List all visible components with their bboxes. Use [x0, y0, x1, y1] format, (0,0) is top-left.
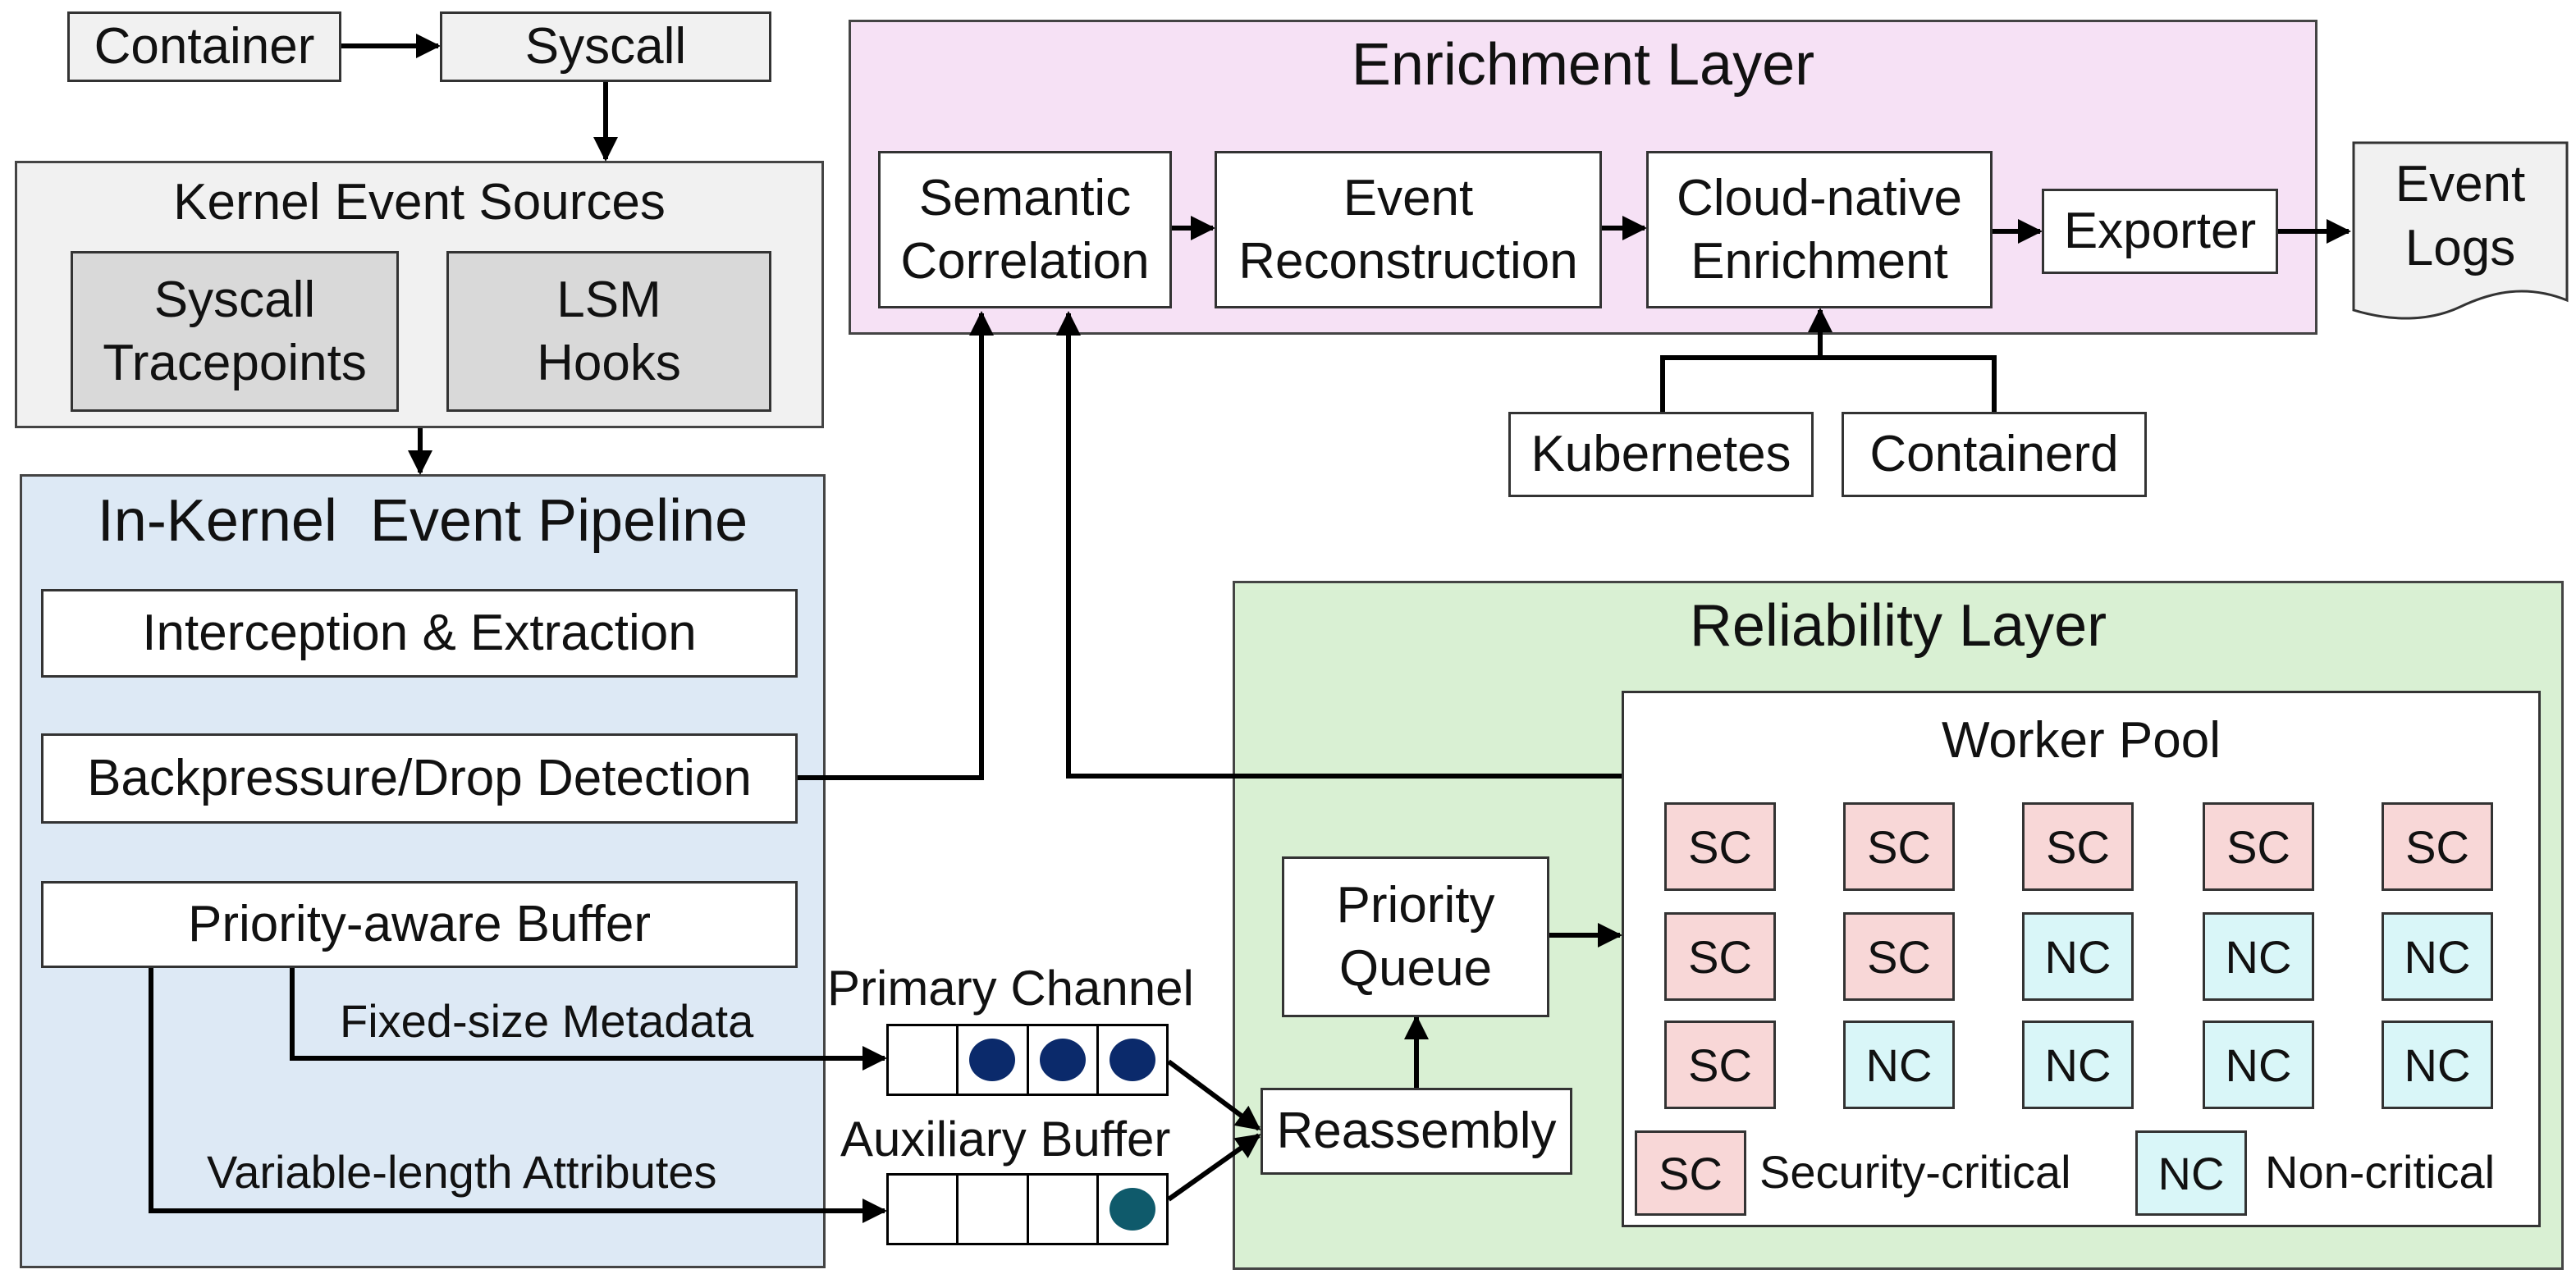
backpressure-drop-detection-box: Backpressure/Drop Detection: [41, 733, 798, 824]
worker-cell: NC: [2203, 1021, 2314, 1109]
fixed-size-metadata-label: Fixed-size Metadata: [340, 995, 754, 1047]
worker-pool-title: Worker Pool: [1942, 712, 2221, 769]
syscall-tracepoints-box: Syscall Tracepoints: [71, 251, 399, 412]
worker-cell: SC: [1843, 802, 1955, 891]
worker-cell: NC: [2022, 1021, 2134, 1109]
event-token: [1109, 1188, 1155, 1231]
auxiliary-buffer-label: Auxiliary Buffer: [840, 1112, 1171, 1167]
worker-cell: SC: [2203, 802, 2314, 891]
reliability-layer-title: Reliability Layer: [1689, 593, 2107, 659]
variable-length-attributes-label: Variable-length Attributes: [207, 1146, 717, 1198]
pipeline-title: In-Kernel Event Pipeline: [97, 488, 748, 554]
event-token: [969, 1039, 1016, 1081]
worker-cell: SC: [2382, 802, 2493, 891]
worker-cell: NC: [2382, 912, 2493, 1001]
enrichment-layer-title: Enrichment Layer: [1351, 32, 1815, 98]
interception-extraction-box: Interception & Extraction: [41, 589, 798, 678]
auxiliary-slot: [1029, 1176, 1099, 1243]
worker-cell: NC: [1843, 1021, 1955, 1109]
priority-queue-box: Priority Queue: [1282, 856, 1549, 1017]
reassembly-box: Reassembly: [1261, 1088, 1572, 1175]
worker-cell: SC: [1843, 912, 1955, 1001]
auxiliary-slot: [959, 1176, 1029, 1243]
semantic-correlation-box: Semantic Correlation: [878, 151, 1172, 308]
primary-channel: [886, 1024, 1169, 1096]
primary-slot: [959, 1026, 1029, 1094]
event-logs-document-icon: [2352, 141, 2569, 320]
event-token: [1039, 1039, 1086, 1081]
containerd-box: Containerd: [1842, 412, 2147, 497]
legend-nc-label: Non-critical: [2265, 1146, 2496, 1198]
auxiliary-buffer: [886, 1173, 1169, 1245]
auxiliary-slot: [1099, 1176, 1166, 1243]
worker-cell: NC: [2203, 912, 2314, 1001]
legend-sc-label: Security-critical: [1759, 1146, 2071, 1198]
kubernetes-box: Kubernetes: [1508, 412, 1814, 497]
primary-channel-label: Primary Channel: [827, 961, 1194, 1016]
worker-cell: NC: [2022, 912, 2134, 1001]
legend-nc-swatch: NC: [2135, 1130, 2247, 1216]
syscall-box: Syscall: [440, 11, 771, 82]
primary-slot: [889, 1026, 959, 1094]
primary-slot: [1029, 1026, 1099, 1094]
worker-cell: SC: [1664, 802, 1776, 891]
event-token: [1109, 1039, 1155, 1081]
cloud-native-enrichment-box: Cloud-native Enrichment: [1646, 151, 1993, 308]
priority-aware-buffer-box: Priority-aware Buffer: [41, 881, 798, 968]
event-logs-label: Event Logs: [2395, 156, 2526, 276]
primary-slot: [1099, 1026, 1166, 1094]
worker-cell: SC: [1664, 912, 1776, 1001]
exporter-box: Exporter: [2042, 189, 2278, 274]
worker-cell: SC: [2022, 802, 2134, 891]
worker-cell: NC: [2382, 1021, 2493, 1109]
container-box: Container: [67, 11, 341, 82]
worker-cell: SC: [1664, 1021, 1776, 1109]
event-reconstruction-box: Event Reconstruction: [1215, 151, 1602, 308]
legend-sc-swatch: SC: [1635, 1130, 1746, 1216]
auxiliary-slot: [889, 1176, 959, 1243]
lsm-hooks-box: LSM Hooks: [446, 251, 771, 412]
kernel-event-sources-title: Kernel Event Sources: [173, 174, 666, 231]
